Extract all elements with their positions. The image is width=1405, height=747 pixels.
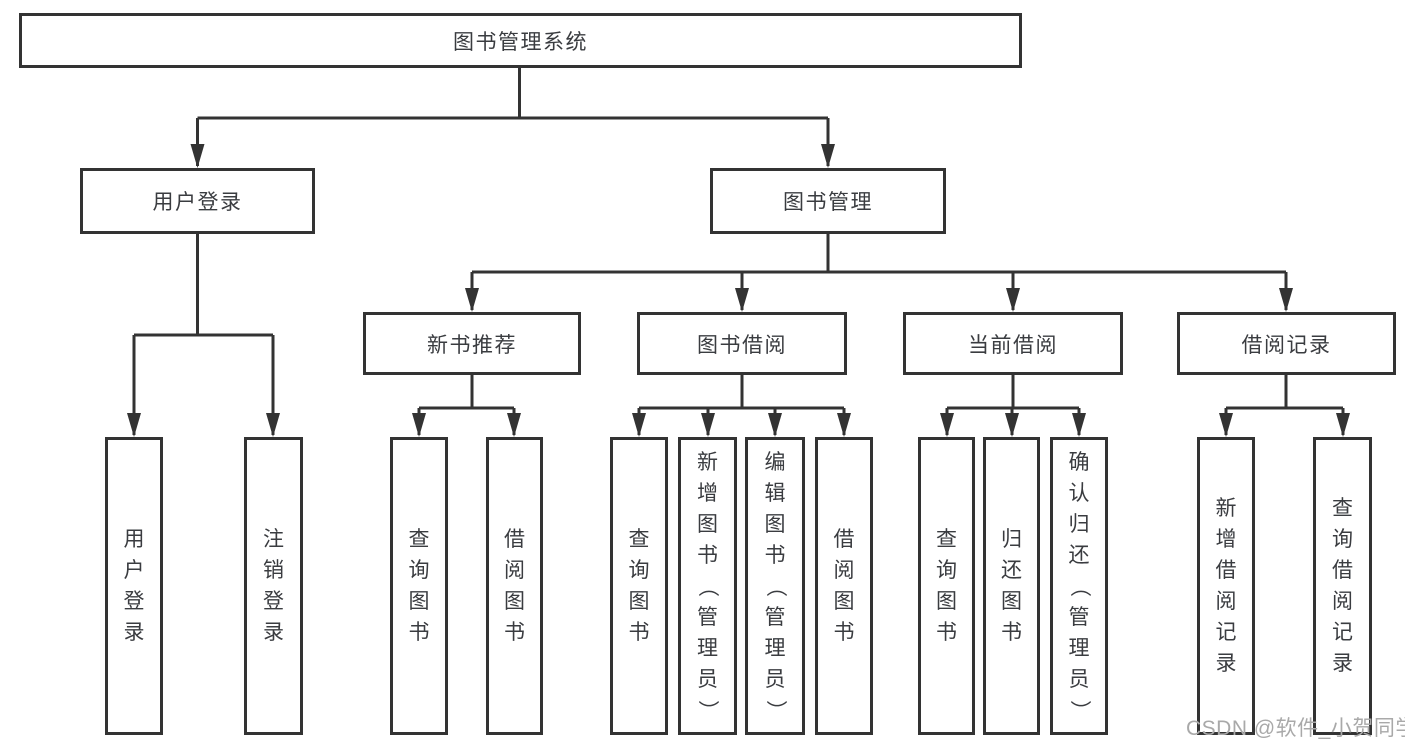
node-borrowing-records: 借阅记录 <box>1177 312 1396 375</box>
leaf-edit-books-admin: 编辑图书（管理员） <box>745 437 805 735</box>
leaf-borrow-books-borrowing-label: 借阅图书 <box>833 528 855 644</box>
leaf-borrow-books-recommend-label: 借阅图书 <box>504 528 525 644</box>
node-book-management: 图书管理 <box>710 168 946 234</box>
leaf-add-borrow-record-label: 新增借阅记录 <box>1215 497 1237 675</box>
node-borrowing-records-label: 借阅记录 <box>1241 333 1332 357</box>
leaf-add-books-admin: 新增图书（管理员） <box>678 437 737 735</box>
leaf-query-borrow-record-label: 查询借阅记录 <box>1332 497 1353 675</box>
leaf-add-borrow-record: 新增借阅记录 <box>1197 437 1255 735</box>
node-book-management-label: 图书管理 <box>783 191 873 214</box>
node-new-book-recommend-label: 新书推荐 <box>427 333 517 357</box>
leaf-confirm-return-admin-label: 确认归还（管理员） <box>1067 450 1091 721</box>
leaf-borrow-books-recommend: 借阅图书 <box>486 437 543 735</box>
node-current-borrowing: 当前借阅 <box>903 312 1123 375</box>
leaf-logout: 注销登录 <box>244 437 303 735</box>
leaf-user-login-label: 用户登录 <box>123 528 145 644</box>
node-root: 图书管理系统 <box>19 13 1022 68</box>
node-book-borrowing-label: 图书借阅 <box>697 333 787 357</box>
leaf-return-books: 归还图书 <box>983 437 1040 735</box>
watermark-text: CSDN @软件_小贺同学 <box>1186 717 1405 740</box>
leaf-logout-label: 注销登录 <box>263 528 284 644</box>
node-user-login-label: 用户登录 <box>152 191 243 214</box>
leaf-query-books-current-label: 查询图书 <box>936 528 957 644</box>
leaf-edit-books-admin-label: 编辑图书（管理员） <box>763 450 787 721</box>
node-new-book-recommend: 新书推荐 <box>363 312 581 375</box>
leaf-add-books-admin-label: 新增图书（管理员） <box>696 450 719 721</box>
leaf-query-books-recommend-label: 查询图书 <box>408 528 430 644</box>
leaf-query-books-recommend: 查询图书 <box>390 437 448 735</box>
leaf-borrow-books-borrowing: 借阅图书 <box>815 437 873 735</box>
leaf-query-books-current: 查询图书 <box>918 437 975 735</box>
leaf-user-login: 用户登录 <box>105 437 163 735</box>
node-root-label: 图书管理系统 <box>453 30 588 54</box>
leaf-confirm-return-admin: 确认归还（管理员） <box>1050 437 1108 735</box>
leaf-return-books-label: 归还图书 <box>1001 528 1022 644</box>
leaf-query-borrow-record: 查询借阅记录 <box>1313 437 1372 735</box>
node-user-login: 用户登录 <box>80 168 315 234</box>
node-book-borrowing: 图书借阅 <box>637 312 847 375</box>
leaf-query-books-borrowing: 查询图书 <box>610 437 668 735</box>
leaf-query-books-borrowing-label: 查询图书 <box>628 528 650 644</box>
node-current-borrowing-label: 当前借阅 <box>968 333 1058 357</box>
